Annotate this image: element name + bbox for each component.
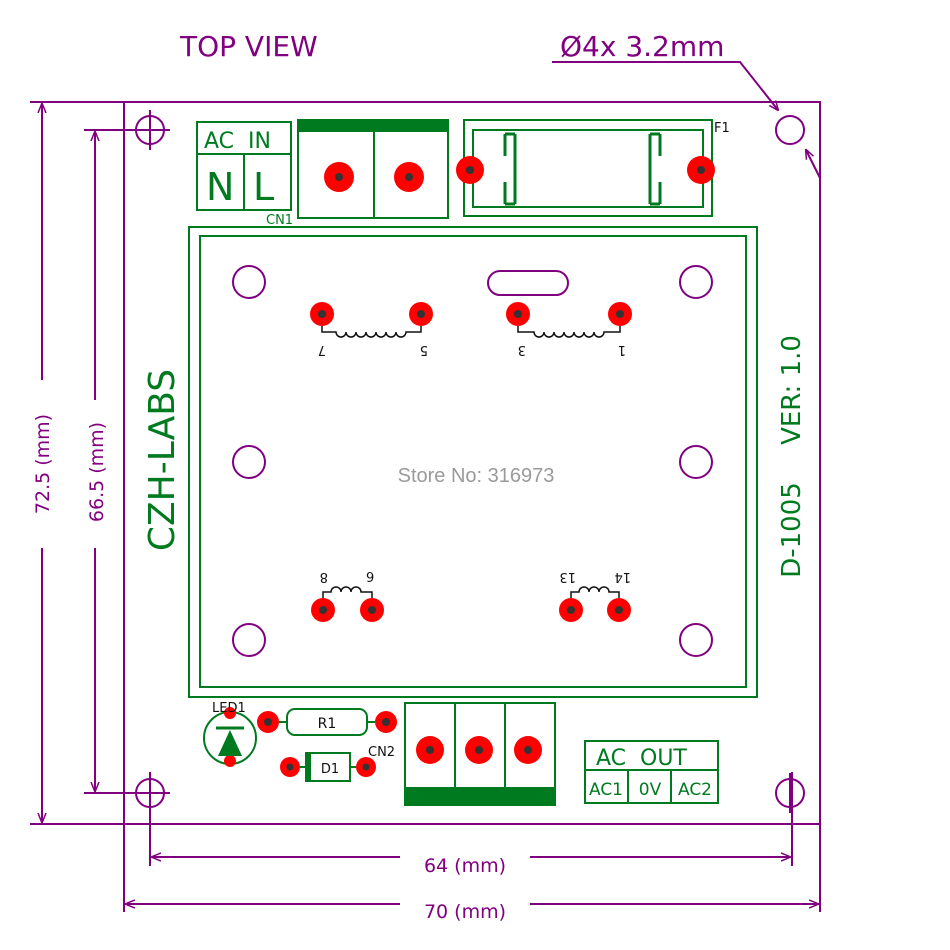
transformer-inner-outline [199,235,747,688]
winding-8-9: 8 9 [311,569,384,622]
led1: LED1 [203,701,257,767]
transformer-outline [188,226,758,698]
store-watermark: Store No: 316973 [398,465,555,487]
mounting-hole [775,115,805,145]
dimension-inner-width: 64 (mm) [149,772,793,877]
transformer-hole [232,623,266,657]
top-view-title: TOP VIEW [179,30,318,63]
version-label: VER: 1.0 [777,335,807,445]
cn1-terminal [297,119,449,219]
hole-spec-arrow-lower [806,150,821,179]
transformer-hole [679,623,713,657]
transformer-hole [232,265,266,299]
pin-label: 14 [614,569,631,584]
ac-in-title: AC IN [204,129,271,154]
ac-in-block: AC IN N L CN1 [196,121,293,228]
ac-out-0v: 0V [639,780,662,800]
inner-width-label: 64 (mm) [424,855,506,877]
f1-label: F1 [714,121,730,136]
winding-3-1: 3 1 [506,302,632,357]
ac-out-title: AC OUT [596,746,687,771]
dimension-inner-height: 66.5 (mm) [84,129,150,794]
dimension-outer-width: 70 (mm) [123,824,821,923]
ac-out-block: AC OUT AC1 0V AC2 [584,740,719,804]
mounting-hole [130,110,170,150]
transformer-hole [679,265,713,299]
pin-label: 5 [420,342,428,357]
dimension-outer-height: 72.5 (mm) [30,101,124,825]
pin-label: 7 [318,342,326,357]
transformer-hole [232,445,266,479]
transformer-hole [679,445,713,479]
r1-label: R1 [318,716,337,732]
mounting-hole [775,773,805,813]
fuse-holder: F1 [456,119,730,217]
ac-out-ac2: AC2 [678,780,712,800]
board-outline [123,101,821,825]
brand-label: CZH-LABS [142,369,183,551]
pin-label: 9 [366,571,374,586]
pin-label: 1 [618,342,626,357]
hole-spec-label: Ø4x 3.2mm [560,30,724,63]
cn2-label: CN2 [368,745,395,760]
cn2-terminal [404,702,556,806]
inner-height-label: 66.5 (mm) [86,422,108,522]
cn1-label: CN1 [266,213,293,228]
winding-7-5: 7 5 [310,302,433,357]
transformer-slot [487,270,569,296]
ac-in-l: L [253,165,274,209]
model-label: D-1005 [777,482,807,578]
pin-label: 13 [559,569,576,584]
outer-height-label: 72.5 (mm) [32,414,54,514]
ac-in-n: N [206,165,234,209]
ac-out-ac1: AC1 [589,780,623,800]
winding-13-14: 13 14 [559,569,631,622]
outer-width-label: 70 (mm) [424,901,506,923]
mounting-hole [130,773,170,813]
pin-label: 8 [320,569,328,584]
hole-spec-leader [552,61,778,110]
r1-resistor: R1 [257,708,397,736]
d1-label: D1 [321,762,339,777]
d1-diode: D1 [280,752,376,782]
led1-label: LED1 [212,701,246,716]
pin-label: 3 [518,342,526,357]
